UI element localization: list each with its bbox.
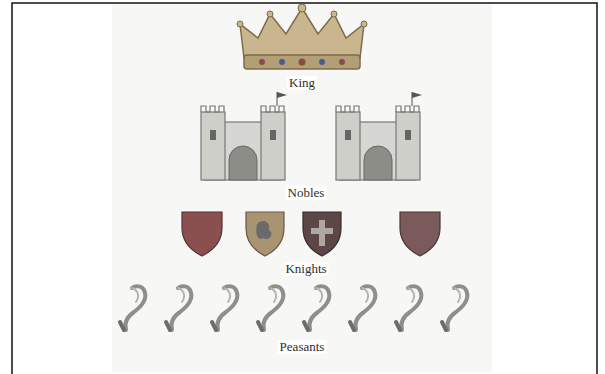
shield-icon (182, 212, 222, 256)
castle-icon (201, 92, 287, 180)
picture-ground (112, 4, 492, 372)
frame (12, 3, 597, 374)
crown-icon (237, 4, 367, 69)
rank-label: Nobles (286, 186, 327, 200)
shield-icon (303, 212, 341, 256)
shield-icon (400, 212, 440, 256)
sickle-icon (120, 286, 145, 330)
rank-label: Peasants (278, 340, 327, 354)
rank-label: King (287, 76, 317, 90)
rank-label: Knights (283, 262, 328, 276)
shield-icon (246, 212, 284, 256)
